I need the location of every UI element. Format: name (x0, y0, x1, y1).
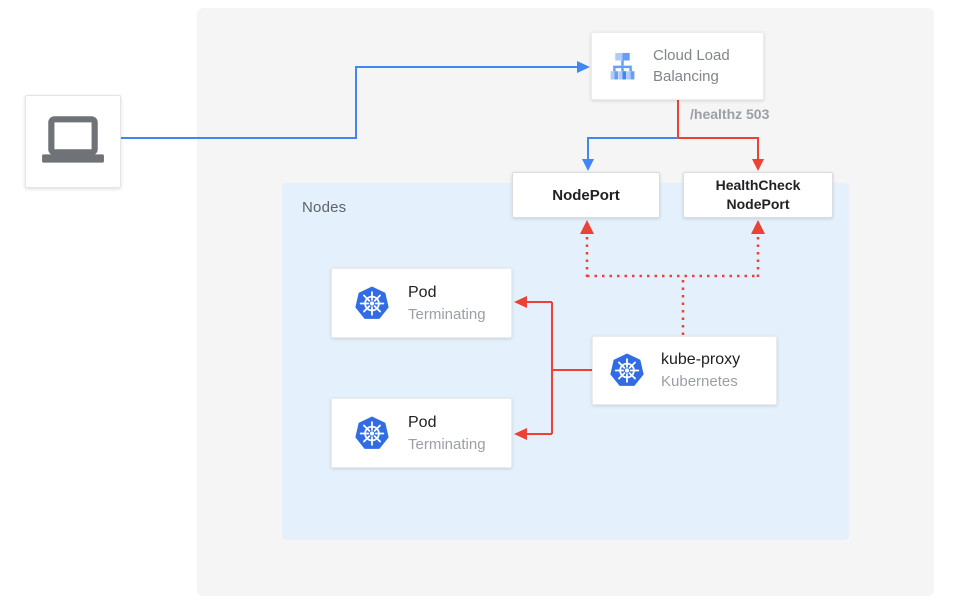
healthcheck-nodeport-node: HealthCheck NodePort (683, 172, 833, 218)
kube-proxy-node: kube-proxy Kubernetes (592, 336, 777, 405)
pod-status: Terminating (408, 435, 486, 453)
pod-text: Pod Terminating (408, 412, 486, 455)
nodeport-node: NodePort (512, 172, 660, 218)
kubernetes-icon (355, 415, 389, 449)
kube-proxy-subtitle: Kubernetes (661, 373, 738, 390)
cloud-load-balancing-node: Cloud Load Balancing (591, 32, 764, 100)
kubernetes-icon (610, 353, 644, 386)
pod-title: Pod (408, 413, 437, 431)
healthz-status-label: /healthz 503 (690, 106, 770, 122)
pod-title: Pod (408, 283, 437, 301)
kubernetes-icon (355, 285, 389, 319)
kube-proxy-title: kube-proxy (661, 351, 741, 368)
pod-node-2: Pod Terminating (331, 398, 512, 468)
load-balancer-icon (610, 52, 635, 80)
pod-node-1: Pod Terminating (331, 268, 512, 338)
client-node (25, 95, 121, 188)
cloud-load-balancing-label: Cloud Load Balancing (652, 47, 730, 85)
kube-proxy-text: kube-proxy Kubernetes (661, 349, 740, 392)
nodes-group-label: Nodes (302, 199, 347, 216)
laptop-icon (42, 115, 104, 163)
pod-status: Terminating (408, 305, 486, 323)
pod-text: Pod Terminating (408, 282, 486, 325)
